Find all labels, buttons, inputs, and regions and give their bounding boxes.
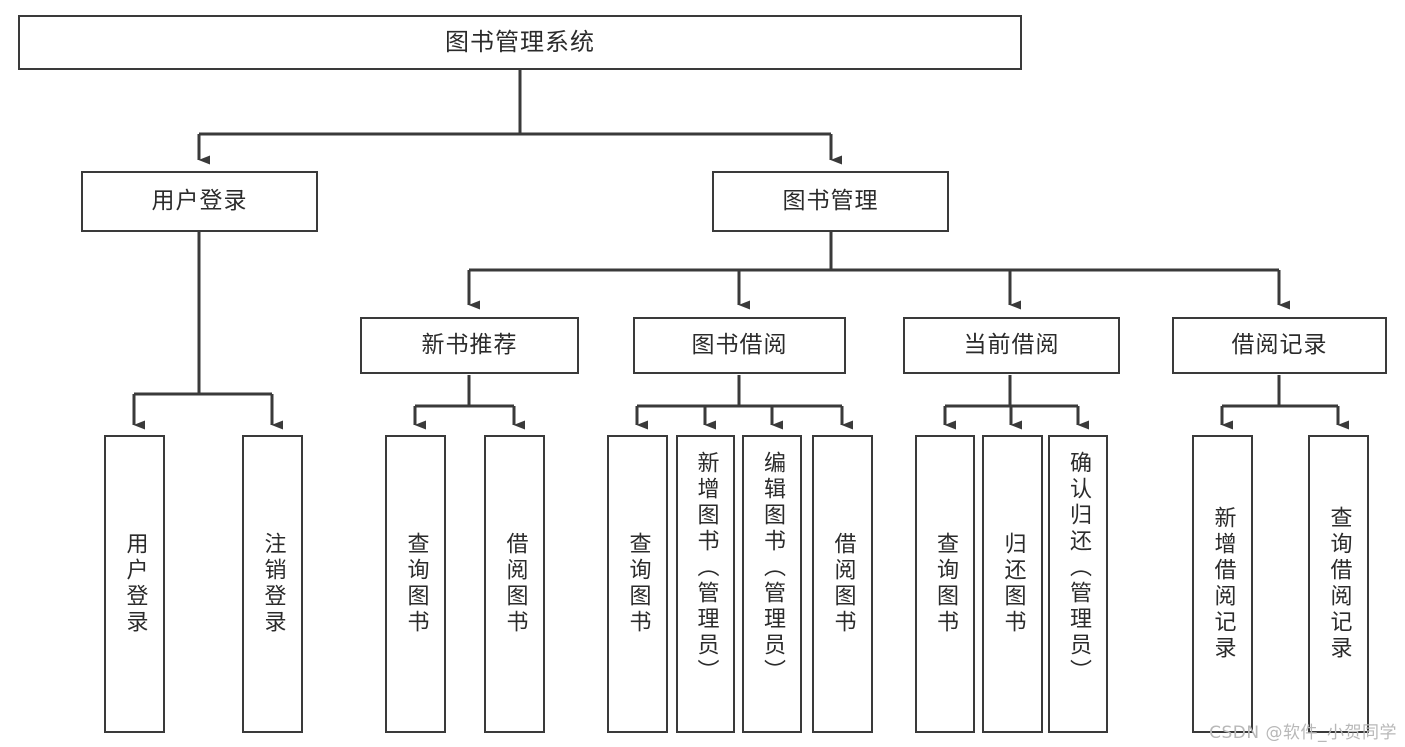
node-book-manage-label: 图书管理 bbox=[782, 188, 879, 215]
leaf-query-book-current-label: 查询图书 bbox=[933, 532, 958, 636]
leaf-user-login-label: 用户登录 bbox=[122, 532, 148, 636]
node-book-manage[interactable]: 图书管理 bbox=[712, 171, 949, 232]
leaf-query-book-borrow-label: 查询图书 bbox=[625, 532, 651, 636]
leaf-add-book-admin[interactable]: 新增图书（管理员） bbox=[676, 435, 735, 733]
leaf-return-book[interactable]: 归还图书 bbox=[982, 435, 1043, 733]
leaf-borrow-book-recommend[interactable]: 借阅图书 bbox=[484, 435, 545, 733]
leaf-query-book-current[interactable]: 查询图书 bbox=[915, 435, 975, 733]
leaf-edit-book-admin[interactable]: 编辑图书（管理员） bbox=[742, 435, 802, 733]
leaf-user-login[interactable]: 用户登录 bbox=[104, 435, 165, 733]
leaf-add-borrow-record-label: 新增借阅记录 bbox=[1210, 506, 1236, 662]
node-current-borrow-label: 当前借阅 bbox=[963, 332, 1060, 359]
leaf-add-borrow-record[interactable]: 新增借阅记录 bbox=[1192, 435, 1253, 733]
node-root-label: 图书管理系统 bbox=[445, 27, 595, 56]
leaf-query-borrow-record[interactable]: 查询借阅记录 bbox=[1308, 435, 1369, 733]
node-new-book-recommend-label: 新书推荐 bbox=[421, 332, 518, 359]
csdn-watermark: CSDN @软件_小贺同学 bbox=[1209, 723, 1397, 743]
leaf-borrow-book-borrow-label: 借阅图书 bbox=[830, 532, 856, 636]
node-user-login[interactable]: 用户登录 bbox=[81, 171, 318, 232]
node-new-book-recommend[interactable]: 新书推荐 bbox=[360, 317, 579, 374]
leaf-user-logout-label: 注销登录 bbox=[260, 532, 286, 636]
leaf-query-book-recommend-label: 查询图书 bbox=[403, 532, 429, 636]
leaf-confirm-return-admin-label: 确认归还（管理员） bbox=[1066, 451, 1091, 685]
leaf-query-borrow-record-label: 查询借阅记录 bbox=[1326, 506, 1352, 662]
node-book-borrow-label: 图书借阅 bbox=[691, 332, 788, 359]
leaf-add-book-admin-label: 新增图书（管理员） bbox=[693, 451, 719, 685]
leaf-confirm-return-admin[interactable]: 确认归还（管理员） bbox=[1048, 435, 1108, 733]
leaf-edit-book-admin-label: 编辑图书（管理员） bbox=[760, 451, 785, 685]
node-book-borrow[interactable]: 图书借阅 bbox=[633, 317, 846, 374]
leaf-query-book-recommend[interactable]: 查询图书 bbox=[385, 435, 446, 733]
node-borrow-record-label: 借阅记录 bbox=[1231, 332, 1328, 359]
node-root[interactable]: 图书管理系统 bbox=[18, 15, 1022, 70]
leaf-borrow-book-recommend-label: 借阅图书 bbox=[502, 532, 528, 636]
node-current-borrow[interactable]: 当前借阅 bbox=[903, 317, 1120, 374]
leaf-user-logout[interactable]: 注销登录 bbox=[242, 435, 303, 733]
leaf-query-book-borrow[interactable]: 查询图书 bbox=[607, 435, 668, 733]
leaf-borrow-book-borrow[interactable]: 借阅图书 bbox=[812, 435, 873, 733]
node-borrow-record[interactable]: 借阅记录 bbox=[1172, 317, 1387, 374]
node-user-login-label: 用户登录 bbox=[151, 188, 248, 215]
leaf-return-book-label: 归还图书 bbox=[1000, 532, 1026, 636]
